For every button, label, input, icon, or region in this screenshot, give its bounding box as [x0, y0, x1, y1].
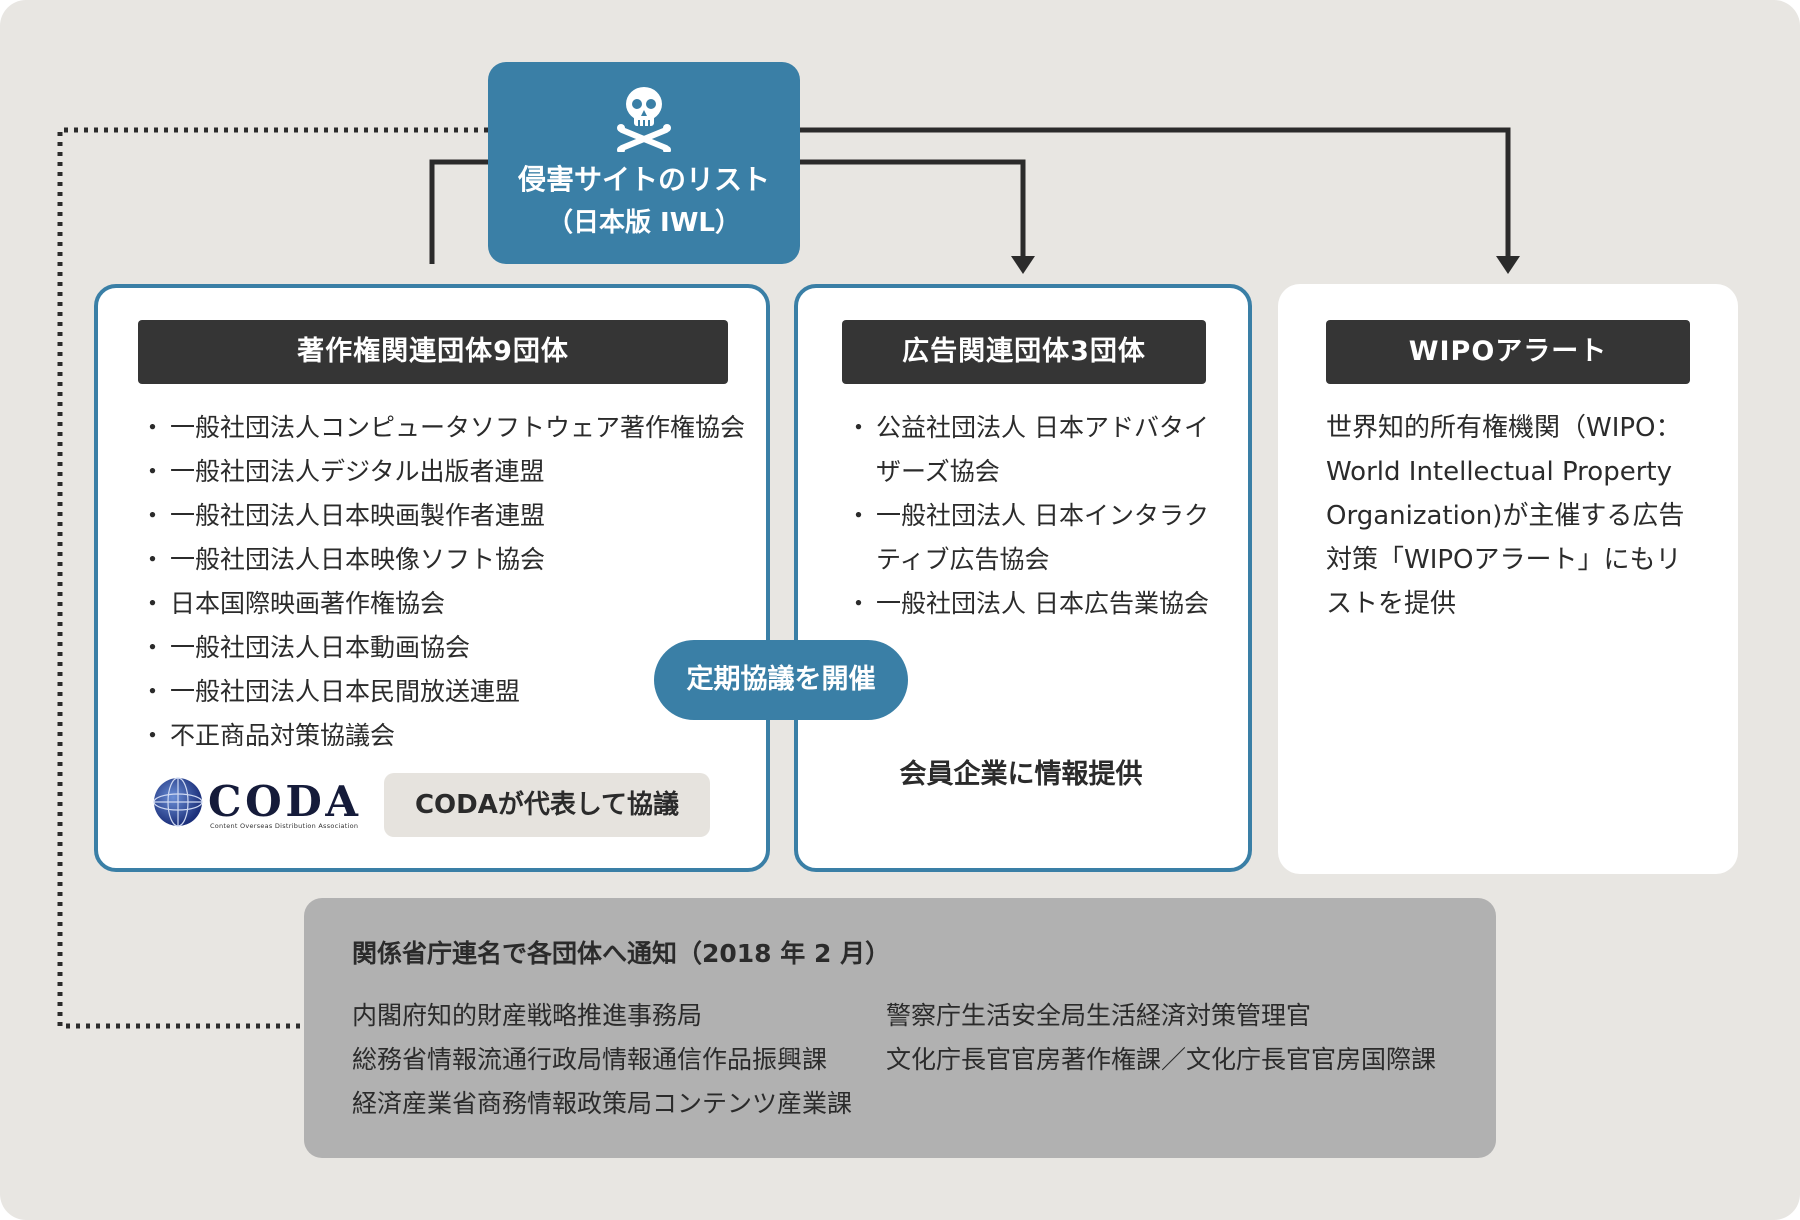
iwl-to-ad-arrow — [800, 159, 1026, 258]
ministry-item: 総務省情報流通行政局情報通信作品振興課 — [352, 1045, 828, 1074]
iwl-box: 侵害サイトのリスト （日本版 IWL） — [488, 62, 800, 264]
member-info-label: 会員企業に情報提供 — [899, 759, 1143, 790]
coda-representative-badge: CODAが代表して協議 — [384, 773, 710, 837]
iwl-subtitle: （日本版 IWL） — [547, 208, 741, 238]
wipo-header: WIPOアラート — [1326, 320, 1690, 384]
coda-logo: CODA Content Overseas Distribution Assoc… — [153, 777, 359, 830]
copyright-orgs-list: 一般社団法人コンピュータソフトウェア著作権協会 一般社団法人デジタル出版者連盟 … — [140, 406, 745, 758]
iwl-to-wipo-arrow — [800, 127, 1511, 258]
ministry-item: 警察庁生活安全局生活経済対策管理官 — [886, 1001, 1312, 1030]
ministry-item: 文化庁長官官房著作権課／文化庁長官官房国際課 — [886, 1045, 1437, 1074]
list-item: 一般社団法人日本映画製作者連盟 — [140, 494, 745, 538]
wipo-description: 世界知的所有権機関（WIPO：World Intellectual Proper… — [1326, 413, 1685, 619]
ad-arrowhead — [1011, 256, 1035, 274]
list-item: 不正商品対策協議会 — [140, 714, 745, 758]
list-item: 一般社団法人日本動画協会 — [140, 626, 745, 670]
iwl-title: 侵害サイトのリスト — [517, 163, 770, 196]
skull-crossbones-icon — [617, 87, 671, 152]
ad-orgs-list: 公益社団法人 日本アドバタイザーズ協会 一般社団法人 日本インタラクティブ広告協… — [846, 406, 1216, 626]
list-item: 一般社団法人コンピュータソフトウェア著作権協会 — [140, 406, 745, 450]
notice-left-column: 内閣府知的財産戦略推進事務局 総務省情報流通行政局情報通信作品振興課 経済産業省… — [352, 994, 852, 1126]
list-item: 一般社団法人デジタル出版者連盟 — [140, 450, 745, 494]
ministry-item: 経済産業省商務情報政策局コンテンツ産業課 — [352, 1089, 853, 1118]
list-item: 一般社団法人 日本広告業協会 — [846, 582, 1216, 626]
list-item: 一般社団法人日本映像ソフト協会 — [140, 538, 745, 582]
list-item: 公益社団法人 日本アドバタイザーズ協会 — [846, 406, 1216, 494]
notice-right-column: 警察庁生活安全局生活経済対策管理官 文化庁長官官房著作権課／文化庁長官官房国際課 — [886, 994, 1436, 1082]
list-item: 日本国際映画著作権協会 — [140, 582, 745, 626]
ad-orgs-header: 広告関連団体3団体 — [842, 320, 1206, 384]
list-item: 一般社団法人 日本インタラクティブ広告協会 — [846, 494, 1216, 582]
consultation-pill: 定期協議を開催 — [654, 640, 908, 720]
wipo-arrowhead — [1496, 256, 1520, 274]
list-item: 一般社団法人日本民間放送連盟 — [140, 670, 745, 714]
dotted-notice-line — [57, 127, 488, 1029]
notice-title: 関係省庁連名で各団体へ通知（2018 年 2 月） — [352, 939, 891, 968]
iwl-to-copyright-line — [429, 159, 488, 264]
coda-logo-text: CODA — [208, 777, 359, 826]
coda-logo-subtext: Content Overseas Distribution Associatio… — [210, 822, 358, 830]
ministry-item: 内閣府知的財産戦略推進事務局 — [352, 1001, 703, 1030]
copyright-orgs-header: 著作権関連団体9団体 — [138, 320, 728, 384]
ministry-notice-box: 関係省庁連名で各団体へ通知（2018 年 2 月） 内閣府知的財産戦略推進事務局… — [304, 898, 1496, 1158]
